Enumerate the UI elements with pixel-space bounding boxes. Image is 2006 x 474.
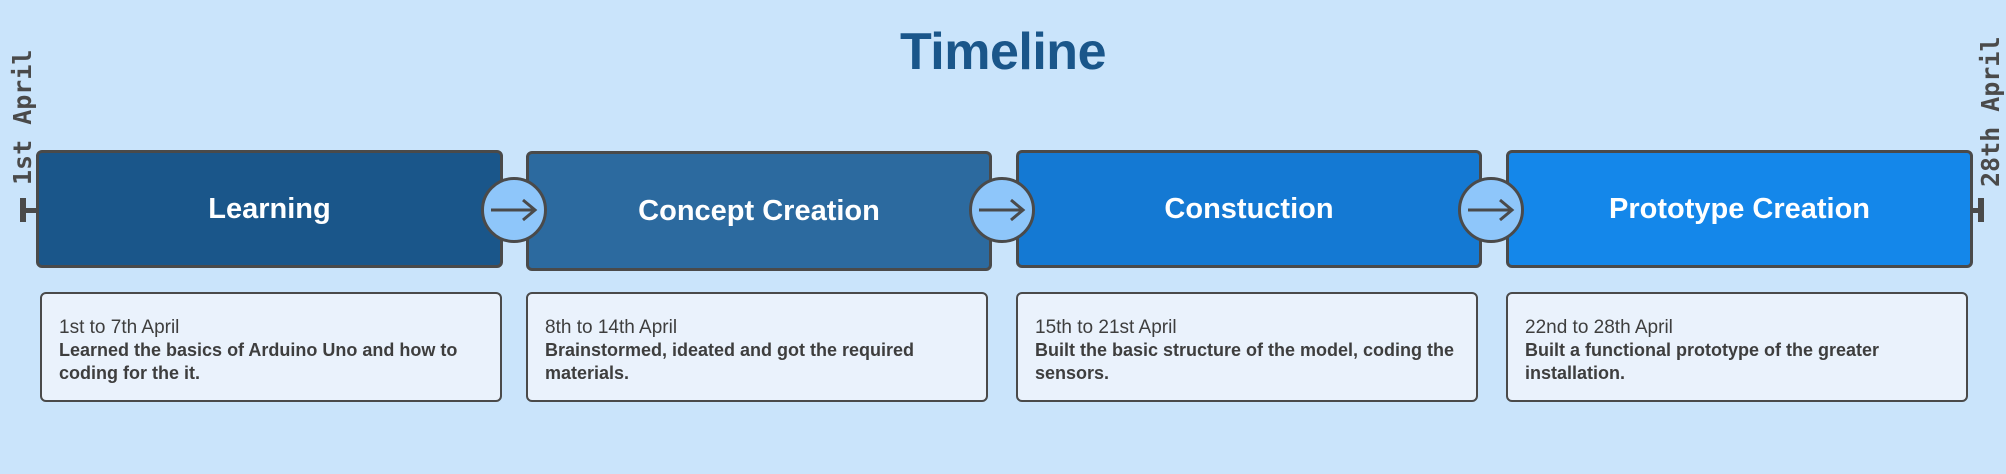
phase-description: Learned the basics of Arduino Uno and ho…	[59, 340, 458, 383]
phase-description: Built a functional prototype of the grea…	[1525, 340, 1880, 383]
phase-concept-creation: Concept Creation	[526, 151, 992, 271]
phase-card-concept-creation: 8th to 14th April Brainstormed, ideated …	[526, 292, 988, 402]
phase-card-learning: 1st to 7th April Learned the basics of A…	[40, 292, 502, 402]
phase-dates: 8th to 14th April	[545, 317, 678, 338]
phase-construction: Constuction	[1016, 150, 1482, 268]
start-bracket-bar	[20, 208, 40, 213]
arrow-connector	[481, 177, 547, 243]
page-title: Timeline	[899, 23, 1107, 81]
arrow-connector	[1458, 177, 1524, 243]
arrow-connector	[969, 177, 1035, 243]
phase-prototype-creation: Prototype Creation	[1506, 150, 1973, 268]
arrow-right-icon	[979, 198, 1026, 222]
start-date-label: 1st April	[8, 49, 37, 185]
phase-description: Built the basic structure of the model, …	[1035, 340, 1455, 383]
end-date-label: 28th April	[1976, 36, 2005, 187]
phase-card-construction: 15th to 21st April Built the basic struc…	[1016, 292, 1478, 402]
phase-card-prototype-creation: 22nd to 28th April Built a functional pr…	[1506, 292, 1968, 402]
phase-dates: 15th to 21st April	[1035, 317, 1177, 338]
phase-dates: 1st to 7th April	[59, 317, 180, 338]
end-bracket-bar	[1964, 208, 1984, 213]
phase-learning: Learning	[36, 150, 503, 268]
phase-dates: 22nd to 28th April	[1525, 317, 1673, 338]
arrow-right-icon	[491, 198, 538, 222]
arrow-right-icon	[1468, 198, 1515, 222]
phase-description: Brainstormed, ideated and got the requir…	[545, 340, 915, 383]
